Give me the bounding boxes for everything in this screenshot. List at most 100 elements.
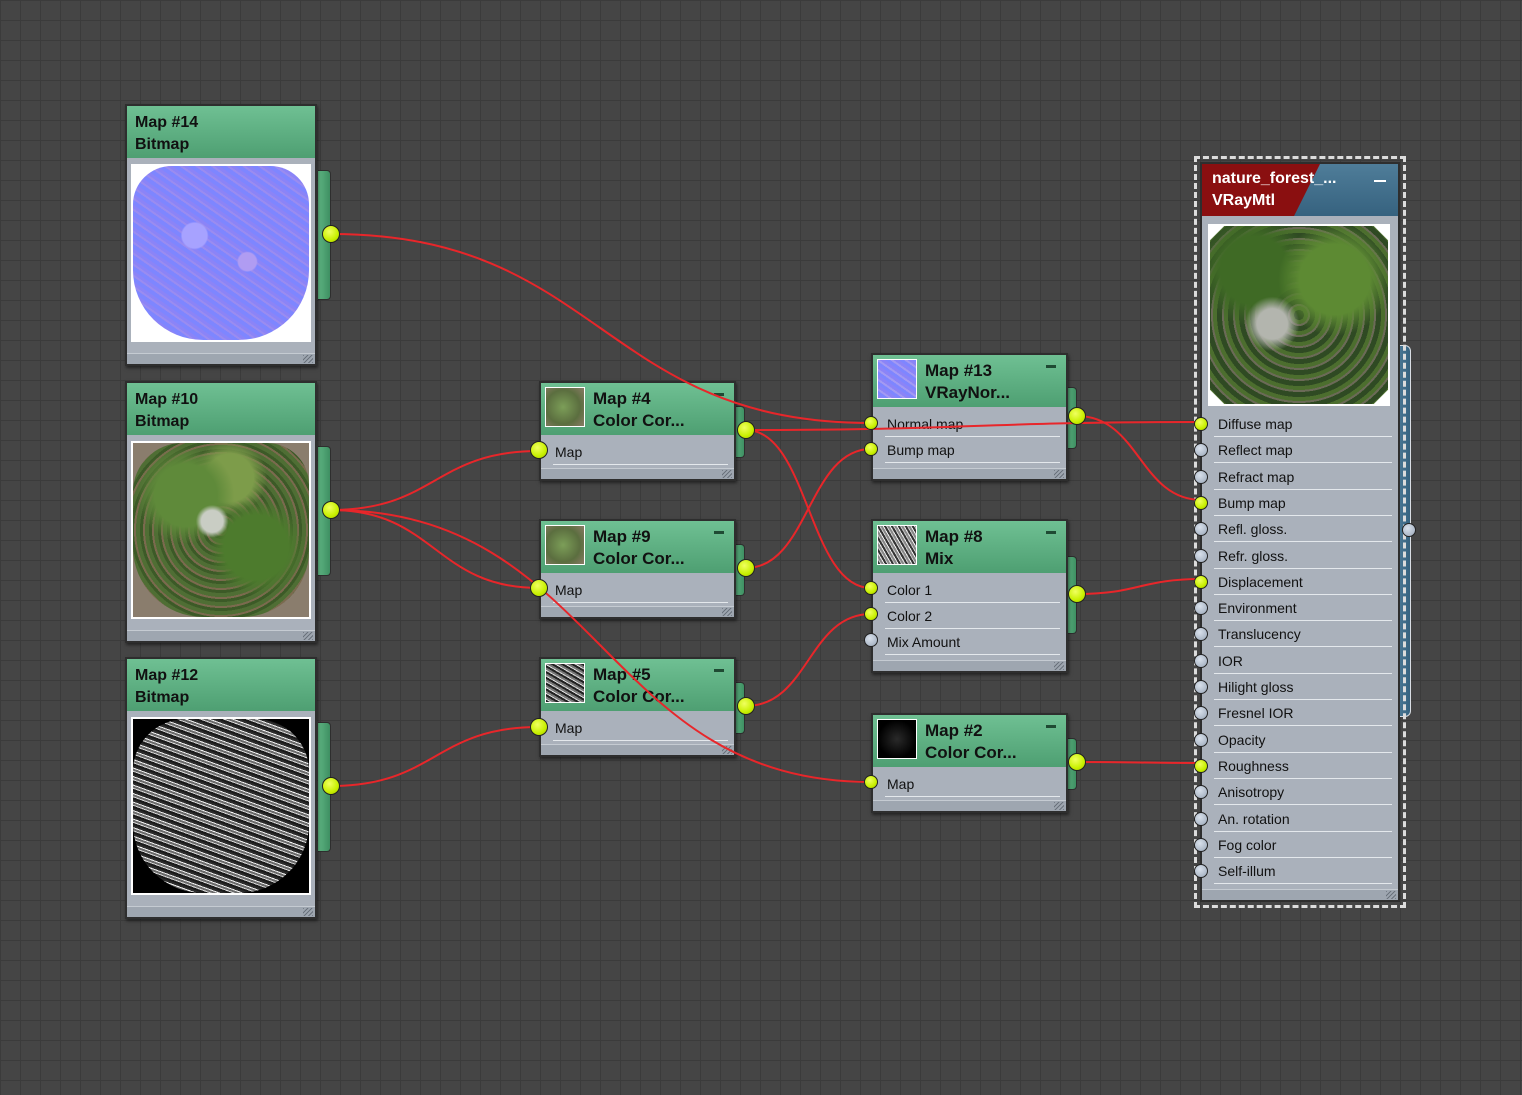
resize-grip-icon[interactable] (303, 632, 313, 640)
slot-color-2[interactable]: Color 2 (873, 603, 1066, 629)
node-map2-color-correction[interactable]: Map #2 Color Cor... Map (871, 713, 1068, 813)
wire-map10-to-map4[interactable] (330, 450, 540, 511)
node-map5-color-correction[interactable]: Map #5 Color Cor... Map (539, 657, 736, 757)
input-socket-map13-bump-map[interactable] (864, 442, 878, 456)
wire-map8-to-displacement[interactable] (1076, 578, 1203, 595)
input-socket-material-refr-gloss[interactable] (1194, 548, 1208, 563)
input-socket-map8-color-2[interactable] (864, 607, 878, 621)
node-map9-color-correction[interactable]: Map #9 Color Cor... Map (539, 519, 736, 619)
output-socket-map5[interactable] (737, 697, 755, 715)
material-slot-fresnel-ior[interactable]: Fresnel IOR (1202, 700, 1398, 727)
material-slot-fog-color[interactable]: Fog color (1202, 832, 1398, 858)
output-socket-material[interactable] (1402, 523, 1416, 537)
node-header[interactable]: Map #13 VRayNor... (873, 355, 1066, 407)
input-socket-material-fresnel-ior[interactable] (1194, 706, 1208, 721)
material-slot-refl-gloss[interactable]: Refl. gloss. (1202, 516, 1398, 543)
node-map14-bitmap[interactable]: Map #14 Bitmap (125, 104, 317, 366)
material-slot-self-illum[interactable]: Self-illum (1202, 858, 1398, 885)
node-map10-bitmap[interactable]: Map #10 Bitmap (125, 381, 317, 643)
slot-map[interactable]: Map (873, 771, 1066, 797)
input-socket-material-refract-map[interactable] (1194, 469, 1208, 484)
node-header[interactable]: Map #4 Color Cor... (541, 383, 734, 435)
material-slot-roughness[interactable]: Roughness (1202, 753, 1398, 779)
wire-map12-to-map5[interactable] (330, 726, 540, 787)
resize-grip-icon[interactable] (722, 746, 732, 754)
node-map12-bitmap[interactable]: Map #12 Bitmap (125, 657, 317, 919)
material-slot-an-rotation[interactable]: An. rotation (1202, 806, 1398, 832)
wire-map13-to-bump[interactable] (1076, 415, 1203, 501)
resize-grip-icon[interactable] (1054, 470, 1064, 478)
input-socket-material-ior[interactable] (1194, 653, 1208, 668)
output-socket-map14[interactable] (322, 225, 340, 243)
material-slot-refract-map[interactable]: Refract map (1202, 464, 1398, 490)
node-map4-color-correction[interactable]: Map #4 Color Cor... Map (539, 381, 736, 481)
material-slot-translucency[interactable]: Translucency (1202, 621, 1398, 648)
material-slot-displacement[interactable]: Displacement (1202, 569, 1398, 595)
material-slot-ior[interactable]: IOR (1202, 648, 1398, 674)
slot-map[interactable]: Map (541, 577, 734, 603)
input-socket-material-bump-map[interactable] (1194, 495, 1208, 510)
minimize-icon[interactable] (1046, 531, 1056, 534)
wire-map5-to-mix-color2[interactable] (745, 613, 872, 707)
input-socket-map8-mix-amount[interactable] (864, 633, 878, 647)
output-socket-map4[interactable] (737, 421, 755, 439)
material-slot-opacity[interactable]: Opacity (1202, 727, 1398, 753)
wire-map9-to-map13-bump[interactable] (745, 448, 872, 569)
input-socket-material-refl-gloss[interactable] (1194, 522, 1208, 537)
node-header[interactable]: Map #8 Mix (873, 521, 1066, 573)
material-slot-diffuse-map[interactable]: Diffuse map (1202, 411, 1398, 437)
material-slot-refr-gloss[interactable]: Refr. gloss. (1202, 543, 1398, 569)
input-socket-material-anisotropy[interactable] (1194, 785, 1208, 800)
output-socket-map8[interactable] (1068, 585, 1086, 603)
node-header[interactable]: Map #14 Bitmap (127, 106, 315, 158)
output-socket-map10[interactable] (322, 501, 340, 519)
input-socket-map8-color-1[interactable] (864, 581, 878, 595)
resize-grip-icon[interactable] (1386, 891, 1396, 899)
material-slot-reflect-map[interactable]: Reflect map (1202, 437, 1398, 464)
node-header[interactable]: Map #5 Color Cor... (541, 659, 734, 711)
input-socket-map5-map[interactable] (530, 718, 548, 736)
slot-normal-map[interactable]: Normal map (873, 411, 1066, 437)
input-socket-material-roughness[interactable] (1194, 758, 1208, 773)
node-map13-vraynormalmap[interactable]: Map #13 VRayNor... Normal map Bump map (871, 353, 1068, 481)
input-socket-material-environment[interactable] (1194, 601, 1208, 616)
input-socket-material-hilight-gloss[interactable] (1194, 680, 1208, 694)
input-socket-map4-map[interactable] (530, 441, 548, 459)
output-socket-map12[interactable] (322, 777, 340, 795)
input-socket-material-displacement[interactable] (1194, 574, 1208, 589)
output-socket-map2[interactable] (1068, 753, 1086, 771)
node-header[interactable]: Map #9 Color Cor... (541, 521, 734, 573)
input-socket-material-diffuse-map[interactable] (1194, 417, 1208, 431)
input-socket-material-self-illum[interactable] (1194, 864, 1208, 879)
output-socket-map13[interactable] (1068, 407, 1086, 425)
input-socket-material-an-rotation[interactable] (1194, 811, 1208, 826)
node-header[interactable]: nature_forest_... VRayMtl (1202, 164, 1398, 216)
resize-grip-icon[interactable] (722, 470, 732, 478)
material-slot-anisotropy[interactable]: Anisotropy (1202, 779, 1398, 806)
minimize-icon[interactable] (714, 669, 724, 672)
resize-grip-icon[interactable] (1054, 662, 1064, 670)
resize-grip-icon[interactable] (303, 908, 313, 916)
resize-grip-icon[interactable] (1054, 802, 1064, 810)
output-socket-map9[interactable] (737, 559, 755, 577)
minimize-icon[interactable] (714, 393, 724, 396)
wire-map2-to-roughness[interactable] (1076, 761, 1203, 764)
node-header[interactable]: Map #2 Color Cor... (873, 715, 1066, 767)
input-socket-material-fog-color[interactable] (1194, 837, 1208, 852)
wire-map10-to-map9[interactable] (330, 509, 540, 589)
slot-mix-amount[interactable]: Mix Amount (873, 629, 1066, 655)
material-slot-hilight-gloss[interactable]: Hilight gloss (1202, 674, 1398, 700)
wire-map4-to-mix-color1[interactable] (745, 429, 872, 589)
node-header[interactable]: Map #12 Bitmap (127, 659, 315, 711)
slot-map[interactable]: Map (541, 439, 734, 465)
input-socket-map13-normal-map[interactable] (864, 416, 878, 430)
minimize-icon[interactable] (1374, 180, 1386, 182)
input-socket-material-opacity[interactable] (1194, 732, 1208, 747)
minimize-icon[interactable] (1046, 725, 1056, 728)
node-header[interactable]: Map #10 Bitmap (127, 383, 315, 435)
slot-color-1[interactable]: Color 1 (873, 577, 1066, 603)
resize-grip-icon[interactable] (303, 355, 313, 363)
minimize-icon[interactable] (1046, 365, 1056, 368)
resize-grip-icon[interactable] (722, 608, 732, 616)
